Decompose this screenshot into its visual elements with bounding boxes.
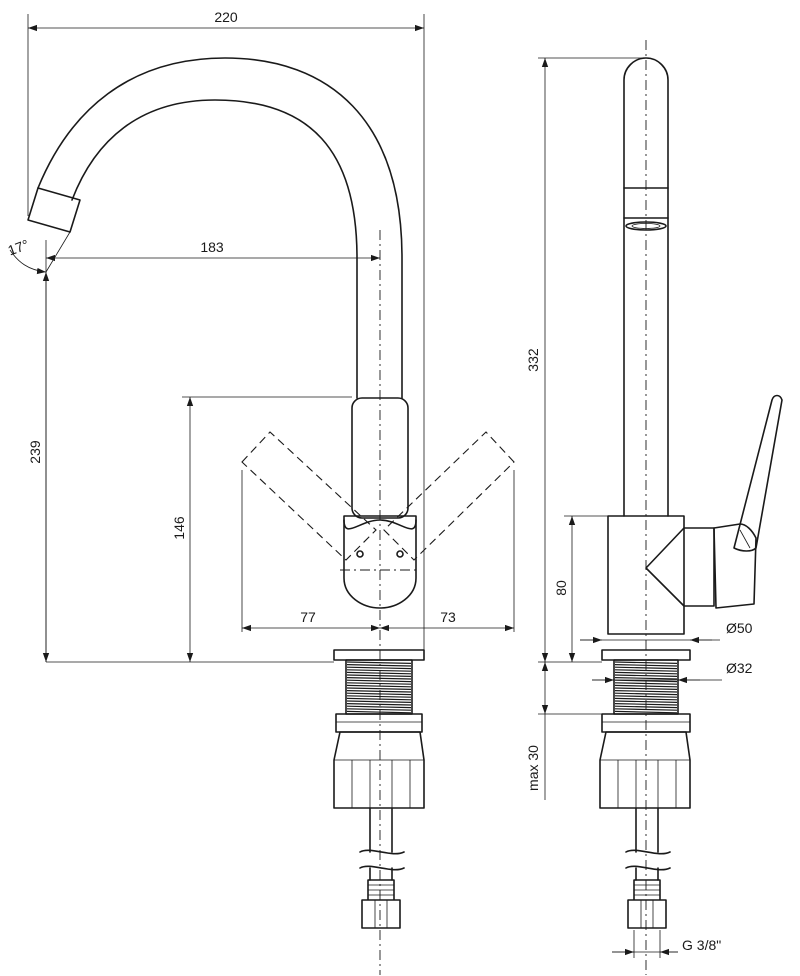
thread-line bbox=[346, 674, 412, 677]
thread-line bbox=[346, 669, 412, 672]
dim-max-counter-thickness: max 30 bbox=[525, 745, 541, 791]
dim-total-height: 332 bbox=[525, 348, 541, 372]
thread-line bbox=[614, 669, 678, 672]
thread-line bbox=[614, 684, 678, 688]
thread-line bbox=[614, 695, 678, 698]
thread-line bbox=[614, 690, 678, 693]
spout-aerator bbox=[27, 187, 81, 233]
dim-lever-right-swing: 73 bbox=[440, 609, 456, 625]
thread-line bbox=[614, 671, 678, 675]
thread-line bbox=[614, 700, 678, 703]
side-lever-blade bbox=[733, 394, 783, 552]
thread-line bbox=[346, 710, 412, 714]
thread-line bbox=[346, 664, 412, 667]
thread-line bbox=[614, 666, 678, 670]
thread-line bbox=[346, 703, 412, 706]
dim-thread-diameter: Ø32 bbox=[726, 660, 753, 676]
thread-line bbox=[346, 708, 412, 711]
front-supply-hose bbox=[369, 807, 393, 881]
front-body bbox=[343, 515, 417, 609]
front-threaded-stud bbox=[345, 659, 413, 715]
spout-outer-curve bbox=[71, 99, 358, 399]
thread-line bbox=[614, 687, 678, 690]
thread-line bbox=[614, 661, 678, 664]
dim-connection-thread: G 3/8" bbox=[682, 937, 721, 953]
thread-line bbox=[346, 677, 412, 680]
thread-line bbox=[346, 692, 412, 696]
side-supply-hose bbox=[635, 807, 659, 881]
dim-lever-left-swing: 77 bbox=[300, 609, 316, 625]
thread-line bbox=[614, 677, 678, 680]
thread-line bbox=[346, 666, 412, 670]
lever-swing-right bbox=[383, 431, 515, 561]
side-hose-fitting bbox=[627, 879, 667, 929]
dim-spout-height: 239 bbox=[27, 440, 43, 464]
lever-swing-left bbox=[241, 431, 377, 561]
thread-line bbox=[614, 708, 678, 711]
dim-overall-reach: 220 bbox=[214, 9, 238, 25]
thread-line bbox=[346, 684, 412, 688]
thread-line bbox=[346, 687, 412, 690]
dim-body-height: 80 bbox=[553, 580, 569, 596]
front-mount-nut bbox=[333, 731, 425, 809]
side-lever-cartridge bbox=[645, 527, 715, 607]
screw-right bbox=[396, 550, 404, 558]
thread-line bbox=[614, 679, 678, 683]
front-hose-fitting bbox=[361, 879, 401, 929]
thread-line bbox=[346, 679, 412, 683]
dim-base-diameter: Ø50 bbox=[726, 620, 753, 636]
thread-line bbox=[614, 705, 678, 709]
thread-line bbox=[614, 703, 678, 706]
thread-line bbox=[346, 690, 412, 693]
dim-spout-angle: 17° bbox=[6, 236, 31, 258]
thread-line bbox=[346, 697, 412, 701]
screw-left bbox=[356, 550, 364, 558]
front-washer bbox=[335, 713, 423, 733]
thread-line bbox=[614, 697, 678, 701]
side-mount-nut bbox=[599, 731, 691, 809]
side-view: 332 80 max 30 Ø50 Ø32 G 3/8" bbox=[525, 40, 783, 975]
side-lever-handle bbox=[713, 523, 757, 609]
thread-line bbox=[346, 671, 412, 675]
side-threaded-stud bbox=[613, 659, 679, 715]
thread-line bbox=[346, 705, 412, 709]
thread-line bbox=[346, 695, 412, 698]
front-base-plate bbox=[333, 649, 425, 661]
spout-inner-curve bbox=[37, 57, 403, 399]
front-view: 220 183 17° 239 146 77 73 bbox=[6, 9, 515, 975]
thread-line bbox=[614, 664, 678, 667]
thread-line bbox=[346, 700, 412, 703]
dim-lever-height: 146 bbox=[171, 516, 187, 540]
thread-line bbox=[614, 692, 678, 696]
thread-line bbox=[614, 710, 678, 714]
thread-line bbox=[346, 682, 412, 685]
dim-arc-spout-angle bbox=[9, 249, 47, 275]
thread-line bbox=[614, 682, 678, 685]
thread-line bbox=[614, 674, 678, 677]
dim-spout-reach: 183 bbox=[200, 239, 224, 255]
thread-line bbox=[346, 661, 412, 664]
